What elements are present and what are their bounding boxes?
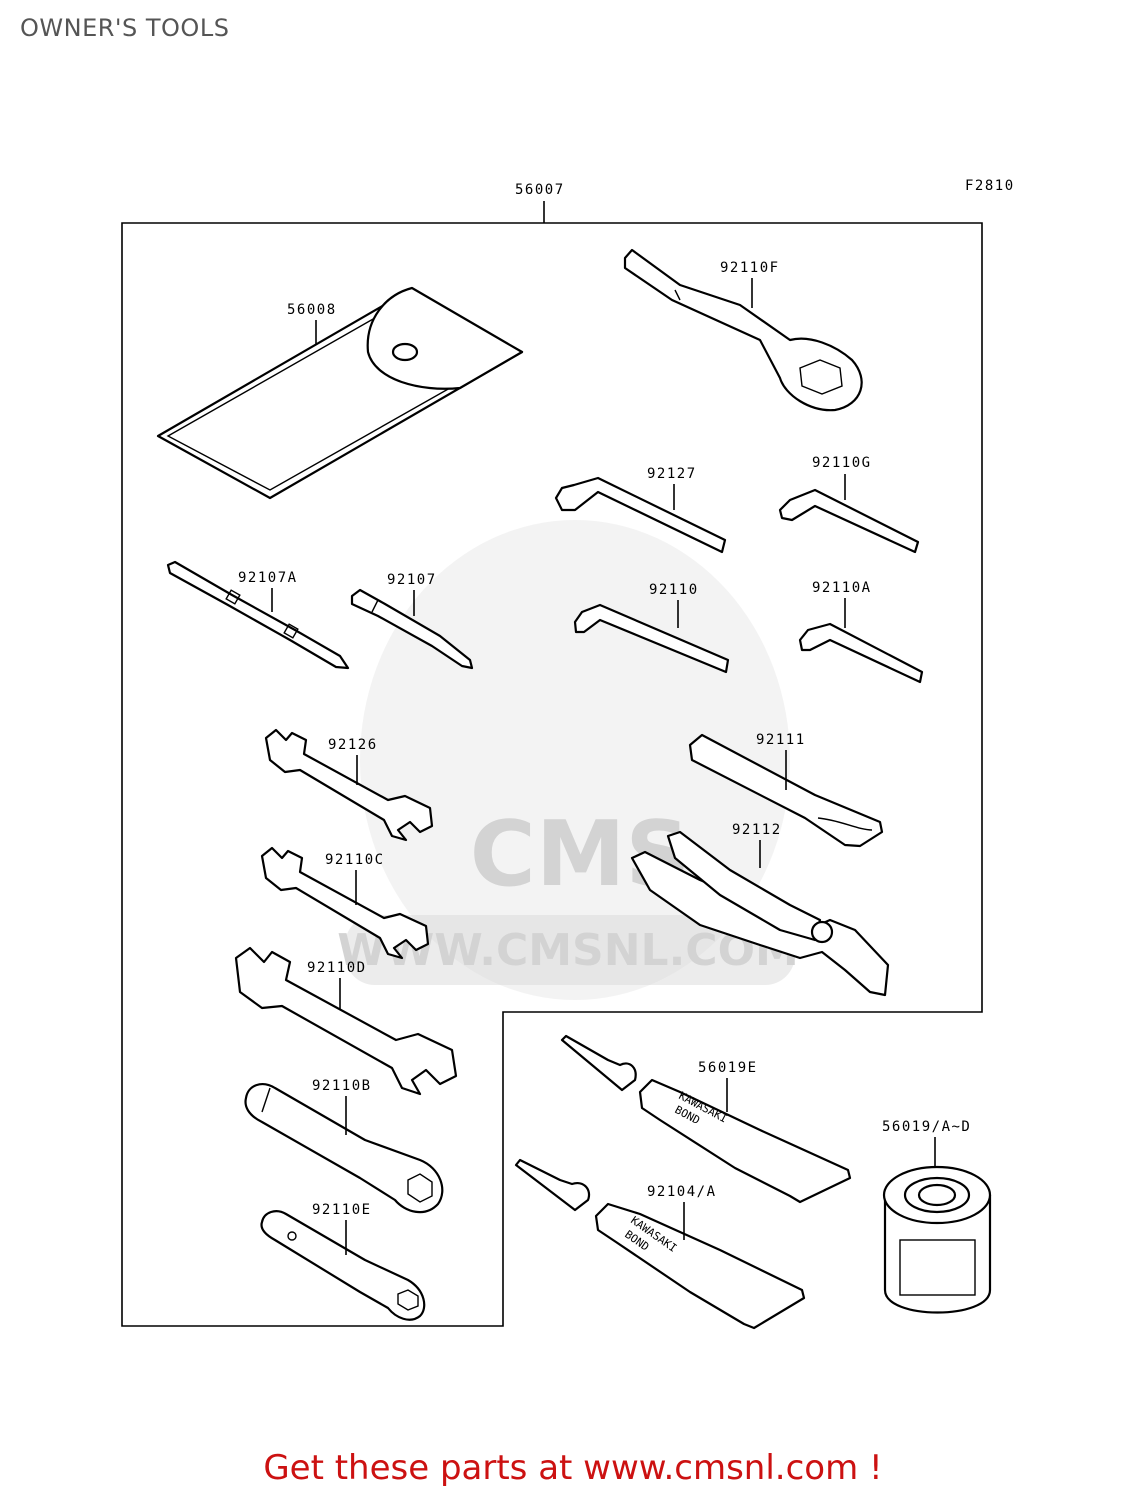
plug-spanner-icon [260, 1210, 426, 1321]
open-end-wrench-large-icon [234, 946, 458, 1096]
tommy-bar-icon [688, 733, 884, 848]
promo-footer: Get these parts at www.cmsnl.com ! [263, 1448, 883, 1488]
hex-key-icon [554, 476, 727, 554]
screwdriver-bit-icon [166, 560, 350, 670]
label-92110E: 92110E [312, 1202, 372, 1218]
label-92127: 92127 [647, 466, 697, 482]
label-56019E: 56019E [698, 1060, 758, 1076]
label-92111: 92111 [756, 732, 806, 748]
open-end-wrench-small-icon [260, 846, 430, 960]
label-92110: 92110 [649, 582, 699, 598]
hex-key-medium-icon [573, 603, 730, 674]
screwdriver-bit-short-icon [350, 588, 474, 670]
label-92112: 92112 [732, 822, 782, 838]
pliers-icon [630, 830, 890, 997]
hex-key-small-icon [778, 488, 920, 554]
label-92110B: 92110B [312, 1078, 372, 1094]
open-end-wrench-icon [264, 728, 434, 842]
label-92107: 92107 [387, 572, 437, 588]
label-56007: 56007 [515, 182, 565, 198]
label-92126: 92126 [328, 737, 378, 753]
label-92110G: 92110G [812, 455, 872, 471]
grease-can-icon [882, 1165, 992, 1314]
label-56008: 56008 [287, 302, 337, 318]
label-56019AD: 56019/A~D [882, 1119, 971, 1135]
page-title: OWNER'S TOOLS [20, 14, 230, 42]
label-92110D: 92110D [307, 960, 367, 976]
label-92110C: 92110C [325, 852, 385, 868]
label-92110A: 92110A [812, 580, 872, 596]
figure-code: F2810 [965, 178, 1015, 194]
kit-frame [121, 222, 983, 1327]
label-92104A: 92104/A [647, 1184, 717, 1200]
label-92107A: 92107A [238, 570, 298, 586]
box-spanner-icon [244, 1083, 444, 1214]
box-wrench-icon [623, 248, 863, 412]
sealant-tube-small-icon: KAWASAKI BOND [514, 1158, 806, 1330]
hex-key-short-icon [798, 622, 924, 684]
label-92110F: 92110F [720, 260, 780, 276]
tool-bag-icon [156, 286, 524, 500]
